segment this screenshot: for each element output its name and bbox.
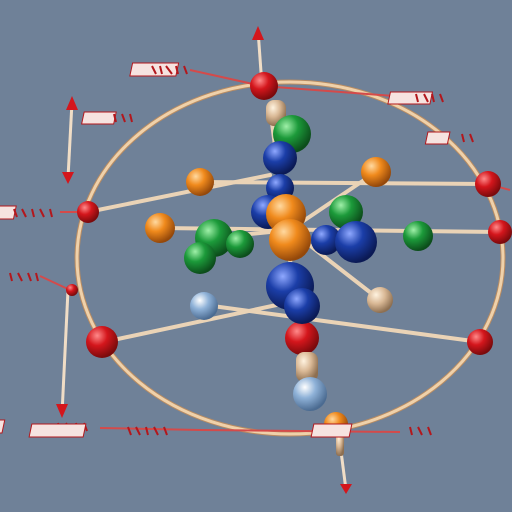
orbit-ring bbox=[74, 79, 506, 437]
tag-left-lower bbox=[9, 272, 39, 282]
tag-right bbox=[424, 131, 474, 145]
arrow-heads bbox=[56, 26, 352, 494]
ring-atoms-red bbox=[66, 72, 512, 436]
tag-bottom-center bbox=[28, 423, 168, 438]
tag-top-left bbox=[129, 62, 188, 77]
axis-rods bbox=[60, 29, 348, 491]
tag-left-upper bbox=[81, 111, 133, 125]
tag-labels bbox=[0, 62, 474, 438]
molecule-atoms bbox=[145, 115, 433, 411]
tag-left-middle bbox=[0, 205, 53, 220]
tag-top-right bbox=[387, 91, 444, 105]
tag-bottom-right bbox=[310, 423, 432, 438]
